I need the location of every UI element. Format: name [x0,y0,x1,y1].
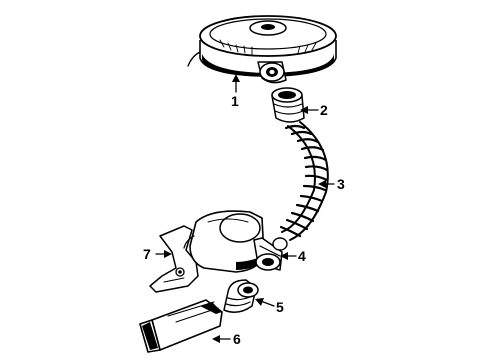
intake-connector [253,237,288,271]
air-cleaner-assembly [187,15,337,84]
mounting-bracket [149,225,199,293]
intake-duct [139,299,223,353]
duct-connector [223,279,259,313]
callout-1: 1 [231,93,239,109]
callout-3: 3 [337,176,345,192]
leader-lines [155,74,335,343]
intake-adapter [271,87,305,123]
callout-5: 5 [276,299,284,315]
callout-2: 2 [320,102,328,118]
intake-hose [279,121,329,241]
callout-7: 7 [143,246,151,262]
callout-4: 4 [298,248,306,264]
callout-6: 6 [233,331,241,347]
resonator-body [183,210,265,273]
